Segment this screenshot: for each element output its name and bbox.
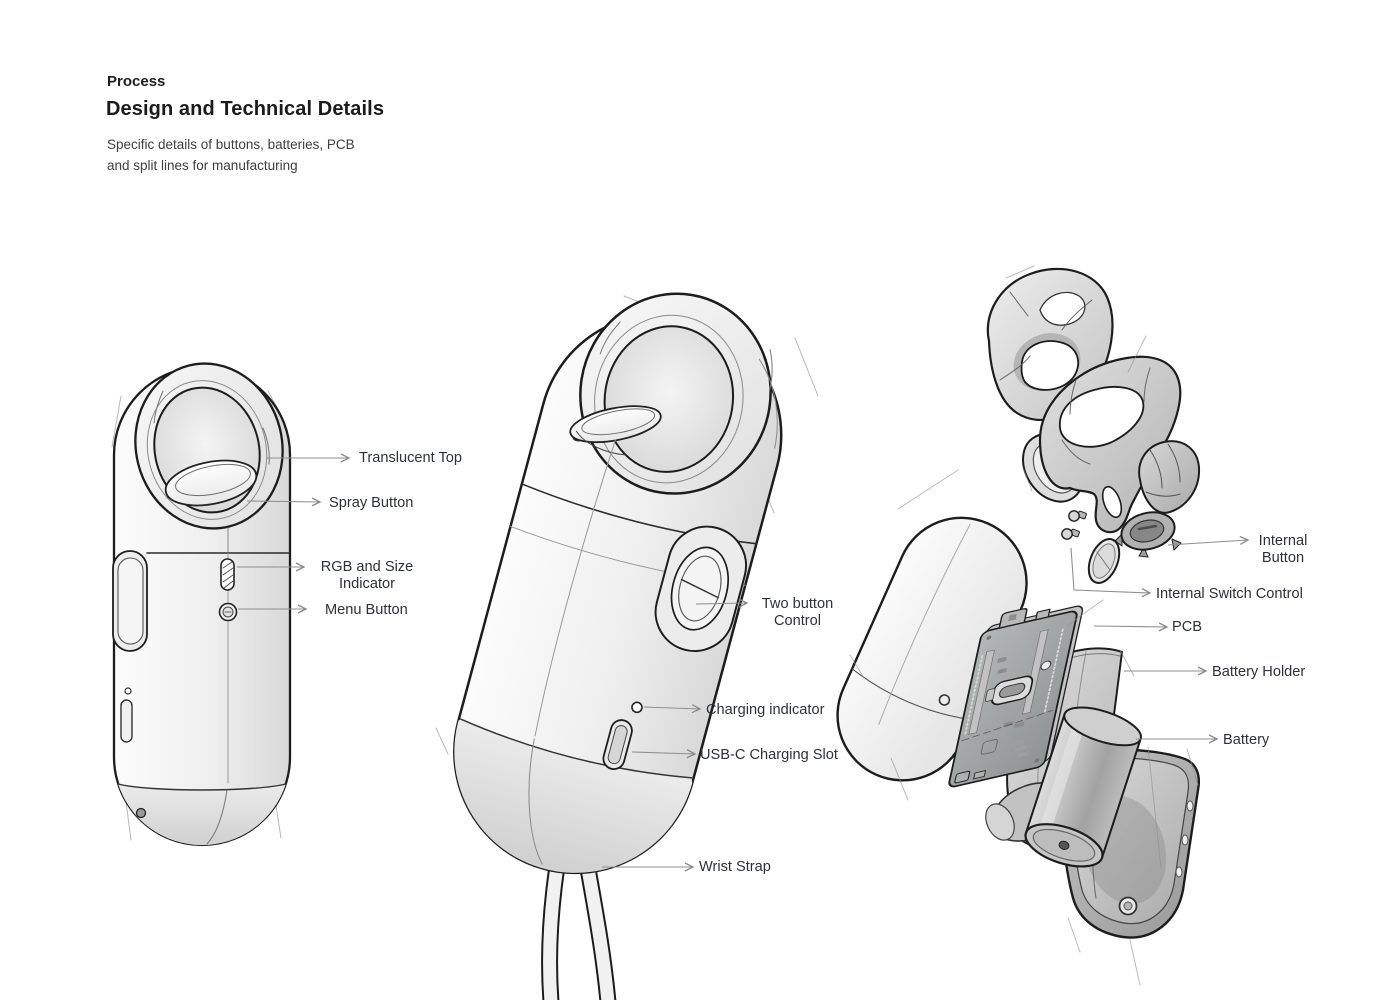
spray-button-shape [569, 405, 662, 444]
label-battery-holder: Battery Holder [1212, 664, 1306, 680]
label-two-button-control: Two button Control [751, 596, 844, 629]
pcb-part [948, 605, 1084, 788]
two-button-control-shape [654, 525, 748, 653]
bottom-cap [454, 719, 693, 873]
label-battery: Battery [1223, 732, 1270, 748]
side-view-illustration [435, 292, 819, 1000]
leader-usb-c [631, 749, 697, 759]
leader-internal-button [1167, 535, 1250, 546]
bottom-cap [118, 784, 286, 846]
label-usb-c: USB-C Charging Slot [700, 747, 838, 763]
label-pcb: PCB [1172, 619, 1203, 635]
label-rgb-indicator: RGB and Size Indicator [309, 559, 425, 592]
label-wrist-strap: Wrist Strap [699, 859, 771, 875]
loop-frame-part [1022, 355, 1182, 534]
screws-part [1061, 510, 1087, 540]
label-menu-button: Menu Button [325, 602, 408, 618]
internal-switch-part [1087, 538, 1121, 584]
rgb-indicator-shape [220, 558, 235, 591]
label-two-button-line2: Control [773, 612, 822, 629]
page-subtitle-line2: and split lines for manufacturing [107, 158, 298, 173]
leader-pcb [1093, 622, 1169, 632]
usb-c-slot-shape [602, 719, 633, 771]
spray-button-shape [164, 459, 258, 507]
leader-lines [237, 453, 1250, 872]
internal-button-part [1114, 511, 1182, 558]
label-internal-switch: Internal Switch Control [1156, 586, 1303, 602]
battery-part [1024, 706, 1142, 868]
page-subtitle-line1: Specific details of buttons, batteries, … [107, 137, 355, 152]
side-dot [124, 687, 132, 695]
menu-button-shape [218, 602, 238, 622]
label-spray-button: Spray Button [329, 495, 414, 511]
label-translucent-top: Translucent Top [359, 450, 463, 466]
page-title: Design and Technical Details [106, 98, 385, 120]
leader-internal-switch [1070, 547, 1152, 598]
side-port-shape [120, 699, 133, 743]
leader-spray-button [246, 497, 322, 507]
leader-charging-indicator [643, 704, 702, 714]
label-internal-button-line1: Internal [1258, 533, 1308, 549]
label-rgb-line1: RGB and Size [320, 559, 414, 575]
label-two-button-line1: Two button [761, 596, 834, 612]
construction-lines [849, 265, 1199, 986]
exploded-view-illustration [836, 265, 1201, 986]
charging-indicator-shape [631, 701, 643, 714]
nozzle-elbow-part [1138, 440, 1201, 514]
label-internal-button-line2: Button [1261, 549, 1305, 566]
leader-two-button [695, 598, 749, 608]
front-view-illustration [111, 362, 292, 847]
bottom-screw-dot [135, 807, 147, 819]
label-charging-indicator: Charging indicator [706, 702, 825, 718]
section-eyebrow: Process [107, 73, 166, 90]
label-rgb-line2: Indicator [339, 575, 395, 592]
label-internal-button: Internal Button [1250, 533, 1316, 566]
